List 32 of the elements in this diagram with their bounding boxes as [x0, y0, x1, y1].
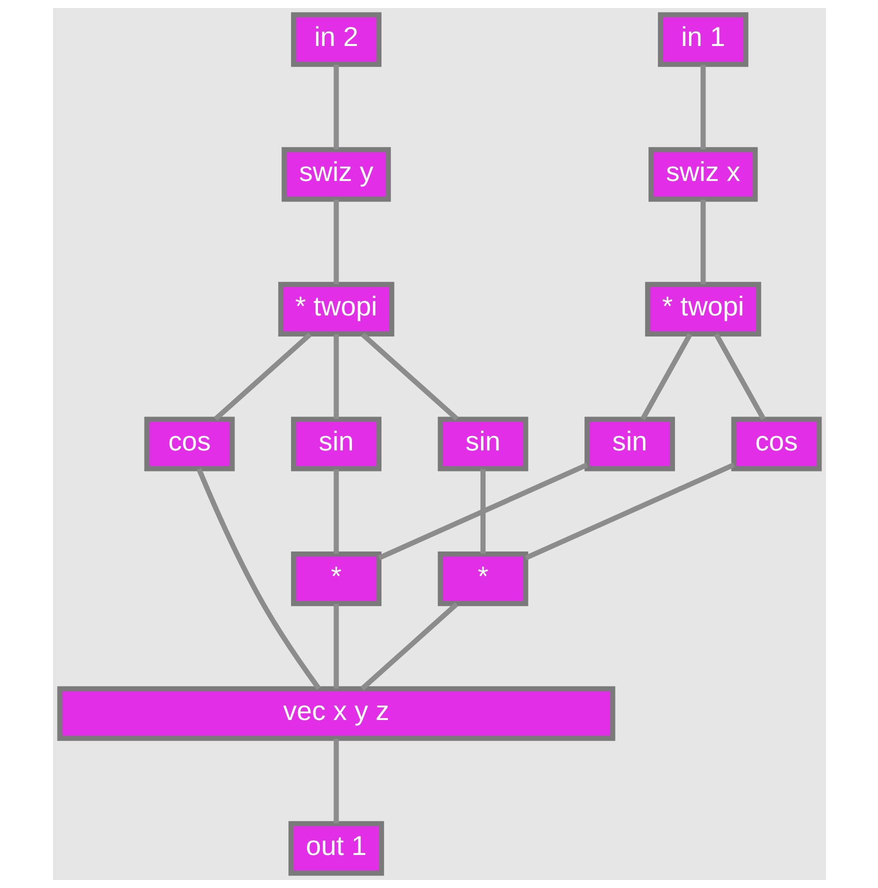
- node-box: *: [437, 552, 528, 606]
- connector: [480, 469, 486, 554]
- connector: [333, 200, 338, 284]
- connector: [333, 738, 338, 824]
- connector: [213, 332, 312, 421]
- node-box: cos: [144, 416, 234, 472]
- node-box: *: [290, 552, 381, 606]
- node-box: swiz y: [281, 147, 390, 202]
- node-box: * twopi: [644, 282, 761, 336]
- connector: [333, 604, 338, 689]
- node-box: sin: [290, 416, 381, 472]
- node-box: sin: [584, 416, 674, 472]
- node-box: sin: [437, 416, 528, 472]
- node-box: * twopi: [278, 282, 394, 336]
- node-box: vec x y z: [56, 686, 615, 741]
- connector: [714, 333, 766, 420]
- connector: [196, 468, 320, 690]
- connector: [360, 332, 458, 421]
- node-box: out 1: [288, 821, 384, 876]
- connector: [377, 462, 588, 560]
- node-box: cos: [730, 416, 822, 472]
- connector: [333, 469, 338, 554]
- connector: [333, 64, 338, 150]
- connector: [700, 64, 706, 150]
- connector: [700, 200, 706, 284]
- connector: [524, 462, 734, 560]
- connector: [640, 333, 692, 420]
- node-box: in 2: [290, 12, 381, 67]
- connector: [360, 602, 458, 691]
- node-box: in 1: [657, 12, 748, 67]
- connector: [333, 334, 338, 419]
- node-box: swiz x: [648, 147, 758, 202]
